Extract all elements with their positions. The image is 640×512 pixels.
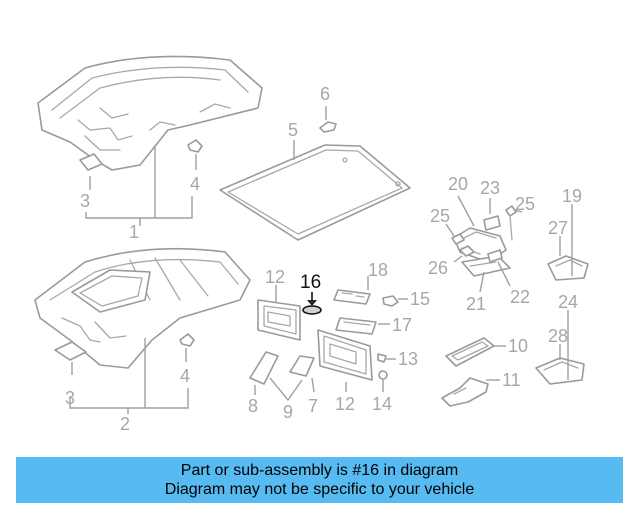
callout-26: 26 (428, 258, 448, 278)
callout-16: 16 (300, 272, 321, 293)
assist-grip-7 (289, 355, 315, 377)
callout-4-lower: 4 (180, 366, 190, 386)
callout-15: 15 (410, 289, 430, 309)
callout-25-left: 25 (430, 206, 450, 226)
info-banner: Part or sub-assembly is #16 in diagram D… (16, 457, 623, 503)
callout-17: 17 (392, 315, 412, 335)
callout-3-upper: 3 (80, 191, 90, 211)
map-lamp-10 (445, 337, 495, 367)
dome-cover-lower (54, 341, 87, 361)
banner-line-1: Part or sub-assembly is #16 in diagram (180, 462, 459, 479)
grab-handle-bracket-upper (187, 139, 203, 153)
callout-8: 8 (248, 396, 258, 416)
sun-visor-left (257, 299, 301, 341)
switch-23 (483, 215, 501, 231)
sun-visor-clip-upper-left (79, 153, 103, 171)
cap-14 (378, 370, 388, 380)
screw-13 (377, 353, 387, 363)
callout-23: 23 (480, 178, 500, 198)
callout-22: 22 (510, 287, 530, 307)
callout-19: 19 (562, 186, 582, 206)
callout-4-upper: 4 (190, 174, 200, 194)
callout-21: 21 (466, 294, 486, 314)
callout-18: 18 (368, 260, 388, 280)
vanity-mirror-lamp-part-16[interactable] (302, 292, 322, 315)
vanity-mirror-cover-18 (333, 289, 371, 305)
callout-13: 13 (398, 349, 418, 369)
clip-25-left (451, 233, 465, 245)
headliner-upper (37, 55, 263, 171)
callout-10: 10 (508, 336, 528, 356)
sun-visor-holder-15 (382, 295, 399, 307)
banner-line-2: Diagram may not be specific to your vehi… (164, 481, 475, 498)
callout-1: 1 (129, 222, 139, 242)
headliner-lower (34, 247, 251, 369)
bracket-11 (441, 377, 489, 407)
callout-12-lower: 12 (335, 394, 355, 414)
nut-26 (459, 245, 475, 257)
callout-2: 2 (120, 414, 130, 434)
callout-14: 14 (372, 394, 392, 414)
callout-6: 6 (320, 84, 330, 104)
roof-clip (319, 121, 337, 133)
grab-handle-bracket-lower (179, 333, 195, 347)
lamp-22 (487, 249, 503, 263)
clip-25-right (505, 205, 517, 241)
callout-12-upper: 12 (265, 267, 285, 287)
callout-25-right: 25 (515, 194, 535, 214)
callout-5: 5 (288, 120, 298, 140)
bracket-21 (461, 255, 511, 277)
callout-11: 11 (502, 370, 521, 390)
roof-insulator-panel (219, 144, 411, 241)
vanity-mirror-17 (335, 317, 377, 335)
callout-7: 7 (308, 396, 318, 416)
sun-visor-right (317, 329, 373, 381)
callout-3-lower: 3 (65, 388, 75, 408)
callout-20: 20 (448, 174, 468, 194)
callout-24: 24 (558, 292, 578, 312)
assist-grip-8 (249, 351, 279, 385)
lamp-assembly-19 (547, 255, 589, 281)
callout-9: 9 (283, 402, 293, 422)
lamp-assembly-24 (535, 357, 585, 385)
callout-28: 28 (548, 326, 568, 346)
callout-27: 27 (548, 218, 568, 238)
